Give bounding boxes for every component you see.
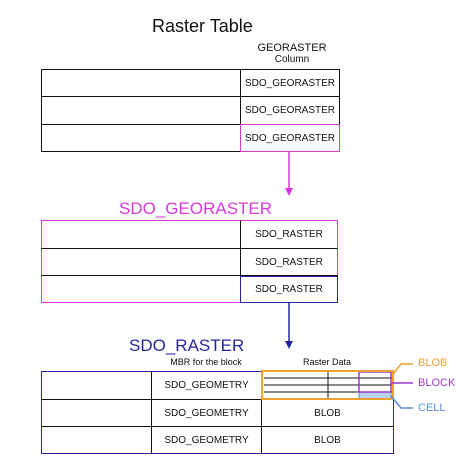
sdo-raster-divider	[41, 426, 394, 427]
raster-table-title: Raster Table	[152, 16, 253, 36]
sdo-georaster-divider	[41, 275, 338, 276]
georaster-column-header-line1: GEORASTER	[257, 42, 327, 54]
georaster-column-header-line2: Column	[274, 54, 310, 65]
raster-table-column-divider	[240, 69, 241, 152]
raster-table-divider	[41, 96, 340, 97]
blob-grid	[261, 370, 394, 400]
block-highlight	[358, 371, 392, 393]
sdo-georaster-column-divider	[240, 220, 241, 303]
blob-outline	[261, 370, 394, 400]
table-cell: SDO_RASTER	[255, 256, 323, 268]
table-cell: SDO_GEOMETRY	[164, 380, 249, 391]
cell-label: CELL	[418, 402, 446, 414]
highlighted-georaster-cell: SDO_GEORASTER	[240, 124, 340, 152]
table-cell: SDO_GEORASTER	[244, 105, 336, 116]
sdo-georaster-table	[41, 220, 338, 303]
table-cell: SDO_GEOMETRY	[164, 434, 249, 446]
mbr-column-header: MBR for the block	[170, 357, 242, 367]
raster-table	[41, 69, 340, 152]
block-label: BLOCK	[418, 377, 456, 389]
table-cell: BLOB	[314, 434, 341, 446]
sdo-raster-title: SDO_RASTER	[129, 336, 245, 355]
raster-data-column-header: Raster Data	[302, 357, 352, 367]
sdo-raster-table	[41, 371, 394, 454]
sdo-raster-column-divider	[261, 371, 262, 454]
blob-label: BLOB	[418, 357, 448, 369]
cell-highlight	[358, 391, 392, 400]
table-cell: SDO_RASTER	[255, 229, 323, 240]
highlighted-raster-cell: SDO_RASTER	[240, 276, 338, 303]
blob-connector	[392, 363, 413, 375]
sdo-raster-divider	[41, 399, 394, 400]
sdo-georaster-divider	[41, 248, 338, 249]
sdo-georaster-title: SDO_GEORASTER	[119, 199, 273, 218]
georaster-column-header: GEORASTER Column	[244, 42, 340, 66]
table-cell: SDO_GEORASTER	[244, 77, 336, 89]
table-cell: BLOB	[314, 407, 341, 419]
sdo-raster-column-divider	[151, 371, 152, 454]
cell-connector	[390, 395, 413, 409]
table-cell: SDO_GEOMETRY	[164, 407, 249, 419]
raster-table-divider	[41, 124, 340, 125]
